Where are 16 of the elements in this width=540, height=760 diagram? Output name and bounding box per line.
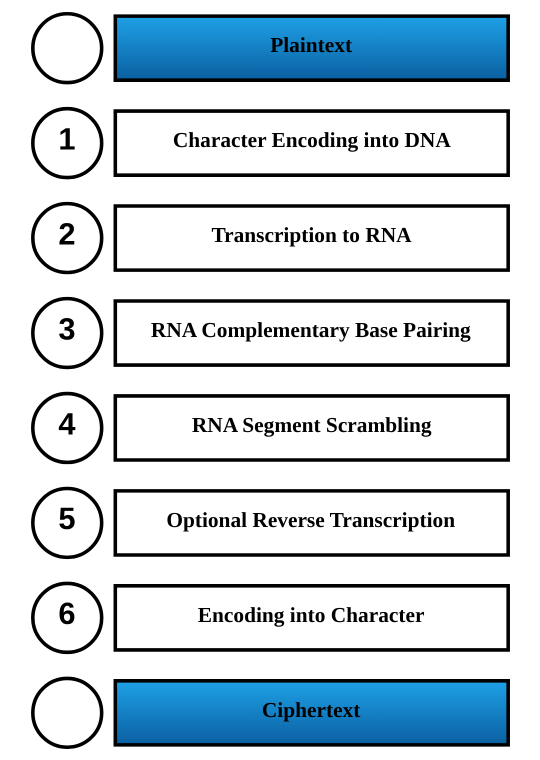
node-box: Character Encoding into DNA	[113, 108, 510, 176]
node-circle: 1	[30, 106, 103, 179]
node-box: RNA Segment Scrambling	[113, 394, 510, 462]
node-circle: 2	[30, 201, 103, 274]
node-box: Transcription to RNA	[113, 204, 510, 272]
node-circle: 4	[30, 391, 103, 464]
node-circle: 3	[30, 296, 103, 369]
node-circle	[30, 11, 103, 84]
node-circle	[30, 676, 103, 749]
node-box: Optional Reverse Transcription	[113, 488, 510, 556]
node-box: Encoding into Character	[113, 584, 510, 652]
node-box: RNA Complementary Base Pairing	[113, 298, 510, 366]
node-circle: 6	[30, 581, 103, 654]
node-circle: 5	[30, 486, 103, 559]
node-box: Plaintext	[113, 14, 510, 82]
node-box: Ciphertext	[113, 678, 510, 746]
